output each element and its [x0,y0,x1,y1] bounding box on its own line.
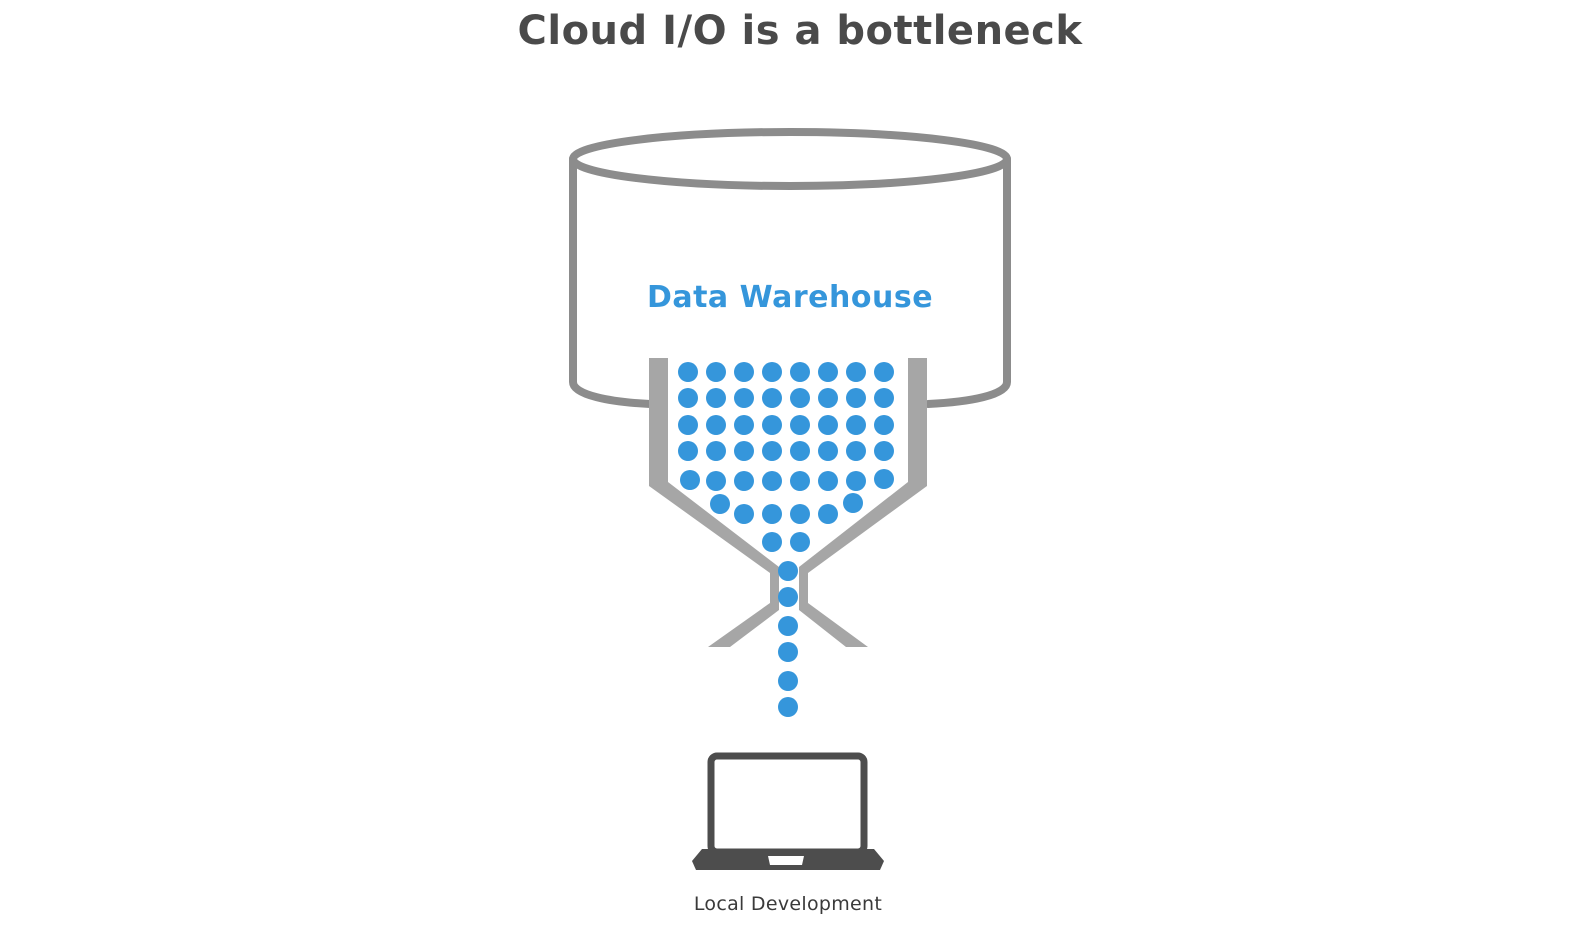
data-point-icon [706,388,726,408]
funnel-left-wall [649,358,779,608]
data-point-icon [762,441,782,461]
data-point-icon [778,587,798,607]
data-point-icon [734,504,754,524]
funnel-icon [649,358,927,647]
data-point-icon [778,561,798,581]
data-point-icon [790,471,810,491]
data-point-icon [762,532,782,552]
data-point-icon [778,697,798,717]
data-point-icon [818,415,838,435]
data-point-icon [762,504,782,524]
laptop-icon [692,752,884,870]
data-point-icon [778,642,798,662]
data-point-icon [734,471,754,491]
data-point-icon [843,493,863,513]
data-point-icon [790,532,810,552]
data-point-icon [790,504,810,524]
funnel-spout-right [799,597,868,647]
data-point-icon [734,415,754,435]
cylinder-top [569,128,1011,190]
data-point-icon [678,388,698,408]
data-point-icon [874,388,894,408]
data-point-icon [778,616,798,636]
data-point-icon [846,441,866,461]
data-point-icon [846,471,866,491]
data-point-icon [706,415,726,435]
data-point-icon [678,362,698,382]
data-point-icon [778,671,798,691]
data-point-icon [678,441,698,461]
data-point-icon [818,471,838,491]
data-point-icon [706,471,726,491]
data-point-icon [818,504,838,524]
data-point-icon [762,415,782,435]
data-point-icon [678,415,698,435]
cylinder-body-right [924,155,1011,408]
data-point-icon [680,470,700,490]
data-point-icon [706,441,726,461]
data-point-icon [762,388,782,408]
data-points [678,362,894,717]
data-point-icon [846,362,866,382]
laptop-label: Local Development [693,893,883,915]
data-point-icon [790,441,810,461]
data-point-icon [874,415,894,435]
laptop-screen [707,752,868,856]
diagram-title: Cloud I/O is a bottleneck [517,8,1083,54]
data-point-icon [790,415,810,435]
data-point-icon [846,415,866,435]
data-point-icon [846,388,866,408]
data-point-icon [734,388,754,408]
data-point-icon [818,388,838,408]
cylinder-body [569,155,654,408]
database-cylinder-icon [569,128,1011,408]
warehouse-label: Data Warehouse [647,280,933,315]
laptop-trackpad [768,856,804,865]
data-point-icon [710,494,730,514]
data-point-icon [874,469,894,489]
data-point-icon [762,362,782,382]
funnel-right-wall [799,358,927,608]
data-point-icon [874,441,894,461]
data-point-icon [734,362,754,382]
data-point-icon [706,362,726,382]
data-point-icon [818,441,838,461]
data-point-icon [790,362,810,382]
data-point-icon [734,441,754,461]
data-point-icon [790,388,810,408]
funnel-spout-left [708,597,779,647]
data-point-icon [762,471,782,491]
data-point-icon [874,362,894,382]
data-point-icon [818,362,838,382]
